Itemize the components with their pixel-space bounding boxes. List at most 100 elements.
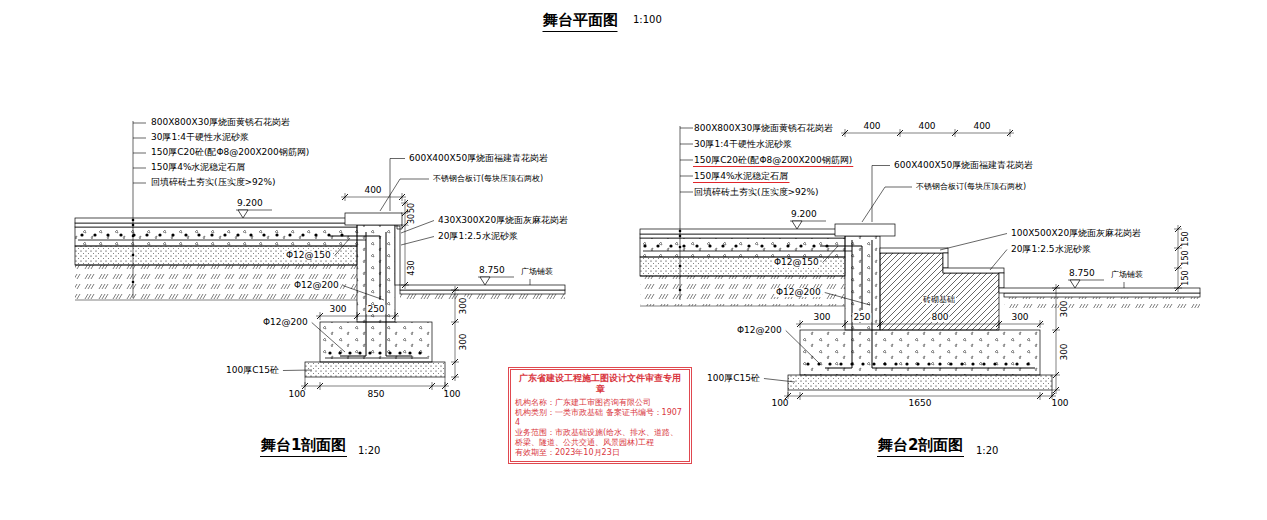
dimension-tick (452, 374, 458, 380)
dimension-extension (1040, 392, 1041, 400)
wall-rebar (872, 240, 1035, 368)
material-note: 150厚C20砼(配Φ8@200X200钢筋网) (150, 148, 310, 157)
dimension-extension (320, 382, 321, 390)
slab-hook-rebar (330, 236, 380, 300)
material-note: 回填碎砖土夯实(压实度>92%) (693, 188, 820, 197)
dimension-value: 300 (459, 332, 468, 351)
dimension-tick (897, 130, 903, 136)
material-note: 100X500X20厚烧面灰麻花岗岩 (1010, 229, 1142, 238)
step-riser (943, 253, 948, 268)
dimension-value: 400 (917, 122, 936, 131)
rebar-dot (828, 362, 831, 365)
mortar-bed (75, 223, 357, 227)
dimension-extension (880, 320, 881, 328)
stamp-line: 业务范围：市政基础设施(给水、排水、道路、桥梁、隧道、公共交通、风景园林)工程 (515, 428, 685, 448)
dimension-value: 430 (408, 259, 416, 276)
rebar-dot (760, 244, 763, 247)
dimension-value: 250 (852, 313, 871, 322)
rebar-dot (786, 244, 789, 247)
dimension-tick (452, 359, 458, 365)
dimension-line (796, 324, 1044, 325)
rebar-dot (197, 233, 200, 236)
dimension-value: 100 (287, 390, 306, 399)
dimension-value: 30 (408, 213, 416, 225)
dimension-value: 8.750 (478, 266, 506, 275)
dimension-value: 1650 (908, 399, 933, 408)
plaza-paving (999, 288, 1200, 293)
material-note: 430X300X20厚烧面灰麻花岗岩 (437, 216, 569, 225)
rebar-dot (314, 233, 317, 236)
material-note: 不锈钢合板订(每块压顶石两枚) (432, 175, 544, 183)
dimension-tick (797, 393, 803, 399)
layer-leader-tick (133, 123, 146, 124)
stamp-heading: 广东省建设工程施工图设计文件审查专用章 (515, 373, 685, 396)
dimension-value: 300 (812, 313, 831, 322)
dimension-extension (1010, 129, 1011, 137)
leader-line (825, 293, 870, 306)
dimension-tick (996, 321, 1002, 327)
rebar-dot (275, 233, 278, 236)
coping-nose (397, 225, 402, 229)
dimension-line (1056, 284, 1057, 394)
layer-leader-tick (680, 144, 693, 145)
drawing-title: 舞台平面图 (543, 12, 618, 32)
rebar-dot (119, 233, 122, 236)
leader-dot (132, 224, 135, 227)
mortar-bed (640, 234, 845, 238)
c15-blinding (788, 375, 1052, 390)
dimension-value: 1:100 (632, 15, 663, 25)
material-note: 20厚1:2.5水泥砂浆 (1010, 245, 1092, 254)
leader-line (1124, 282, 1125, 288)
rebar-dot (734, 244, 737, 247)
slab-rebar-dots (80, 233, 343, 236)
section-title: 舞台2剖面图 (877, 437, 964, 457)
dimension-value: 300 (328, 305, 347, 314)
rebar-dot (799, 244, 802, 247)
dimension-tick (1053, 387, 1059, 393)
dimension-value: 9.200 (790, 210, 818, 219)
dimension-extension (402, 193, 403, 201)
rebar-dot (905, 362, 908, 365)
stamp-line: 机构类别：一类市政基础 备案证书编号：19074 (515, 408, 685, 428)
dimension-tick (1175, 285, 1181, 291)
leader-dot (132, 281, 135, 284)
material-note: Φ12@200 (262, 318, 309, 327)
rebar-dot (695, 244, 698, 247)
leader-line (872, 166, 890, 223)
dimension-value: 1:20 (975, 446, 999, 456)
dimension-extension (1174, 229, 1182, 230)
stone-chip-base (75, 246, 357, 265)
dimension-extension (1052, 288, 1060, 289)
dimension-line (301, 386, 449, 387)
leader-dot (679, 235, 682, 238)
elevation-triangle (1070, 280, 1080, 288)
granite-paving (640, 229, 845, 234)
retaining-wall (357, 225, 395, 322)
material-note: 150厚C20砼(配Φ8@200X200钢筋网) (693, 156, 853, 165)
rebar-dot (328, 351, 331, 354)
elevation-triangle (238, 210, 248, 218)
leader-line (401, 237, 434, 246)
rebar-dot (982, 362, 985, 365)
dimension-tick (1037, 393, 1043, 399)
leader-line (401, 221, 434, 234)
dimension-extension (451, 377, 459, 378)
material-note: 砖砌基础 (922, 296, 956, 304)
dimension-tick (1175, 245, 1181, 251)
dimension-tick (399, 194, 405, 200)
rebar-dot (682, 244, 685, 247)
rebar-dot (301, 233, 304, 236)
rebar-dot (812, 244, 815, 247)
dimension-value: 150 (1182, 269, 1190, 286)
rebar-dot (262, 233, 265, 236)
rebar-dot (358, 351, 361, 354)
stone-chip-base (640, 257, 845, 276)
plaza-subgrade (1004, 297, 1200, 308)
leader-dot (679, 265, 682, 268)
slab-hook-rebar (820, 246, 862, 310)
dimension-value: 850 (366, 390, 385, 399)
rebar-dot (806, 362, 809, 365)
step-riser (999, 273, 1004, 288)
rebar-dot (236, 233, 239, 236)
backfill-soil (75, 265, 357, 300)
